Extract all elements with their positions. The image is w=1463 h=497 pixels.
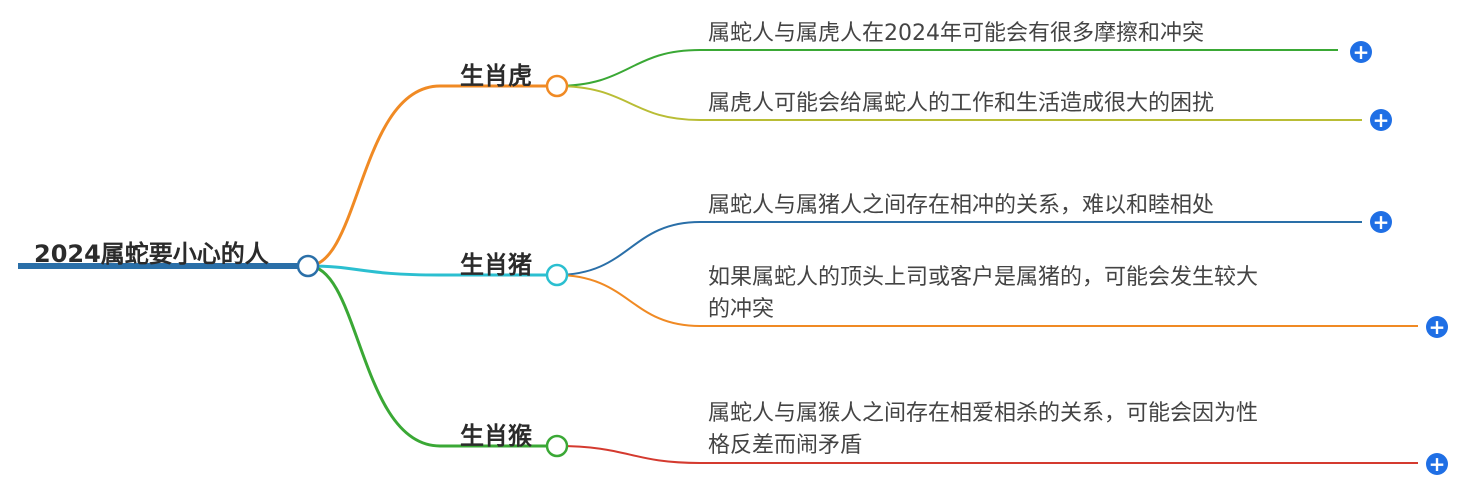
- expand-plus-icon[interactable]: +: [1370, 211, 1392, 233]
- link-monkey-leaf-1: [555, 445, 1418, 464]
- leaf-line: 如果属蛇人的顶头上司或客户是属猪的，可能会发生较大: [708, 265, 1259, 290]
- leaf-line: 属蛇人与属猪人之间存在相冲的关系，难以和睦相处: [708, 193, 1215, 218]
- link-root-monkey: [307, 264, 556, 448]
- expand-plus-icon[interactable]: +: [1350, 41, 1372, 63]
- branch-monkey[interactable]: 生肖猴: [460, 422, 532, 450]
- root-node-circle[interactable]: [296, 254, 320, 278]
- leaf-line: 属虎人可能会给属蛇人的工作和生活造成很大的困扰: [708, 91, 1215, 116]
- link-tiger-leaf-1: [555, 49, 1338, 87]
- leaf-line: 的冲突: [708, 297, 775, 322]
- root-topic[interactable]: 2024属蛇要小心的人: [34, 240, 269, 268]
- pig-node-circle[interactable]: [545, 263, 569, 287]
- link-tiger-leaf-2: [555, 85, 1362, 121]
- leaf-pig-1[interactable]: 属蛇人与属猪人之间存在相冲的关系，难以和睦相处: [708, 190, 1214, 222]
- leaf-line: 格反差而闹矛盾: [708, 433, 863, 458]
- leaf-line: 属蛇人与属猴人之间存在相爱相杀的关系，可能会因为性: [708, 401, 1259, 426]
- leaf-line: 属蛇人与属虎人在2024年可能会有很多摩擦和冲突: [708, 21, 1204, 46]
- branch-pig[interactable]: 生肖猪: [460, 251, 532, 279]
- expand-plus-icon[interactable]: +: [1426, 316, 1448, 338]
- monkey-node-circle[interactable]: [545, 434, 569, 458]
- leaf-tiger-1[interactable]: 属蛇人与属虎人在2024年可能会有很多摩擦和冲突: [708, 18, 1204, 50]
- link-root-pig: [307, 264, 556, 277]
- leaf-pig-2[interactable]: 如果属蛇人的顶头上司或客户是属猪的，可能会发生较大 的冲突: [708, 262, 1258, 326]
- link-pig-leaf-2: [555, 274, 1418, 327]
- branch-tiger[interactable]: 生肖虎: [460, 62, 532, 90]
- expand-plus-icon[interactable]: +: [1370, 109, 1392, 131]
- leaf-monkey-1[interactable]: 属蛇人与属猴人之间存在相爱相杀的关系，可能会因为性 格反差而闹矛盾: [708, 398, 1258, 462]
- leaf-tiger-2[interactable]: 属虎人可能会给属蛇人的工作和生活造成很大的困扰: [708, 88, 1214, 120]
- tiger-node-circle[interactable]: [545, 74, 569, 98]
- link-root-tiger: [307, 84, 556, 268]
- link-pig-leaf-1: [555, 221, 1362, 276]
- expand-plus-icon[interactable]: +: [1426, 453, 1448, 475]
